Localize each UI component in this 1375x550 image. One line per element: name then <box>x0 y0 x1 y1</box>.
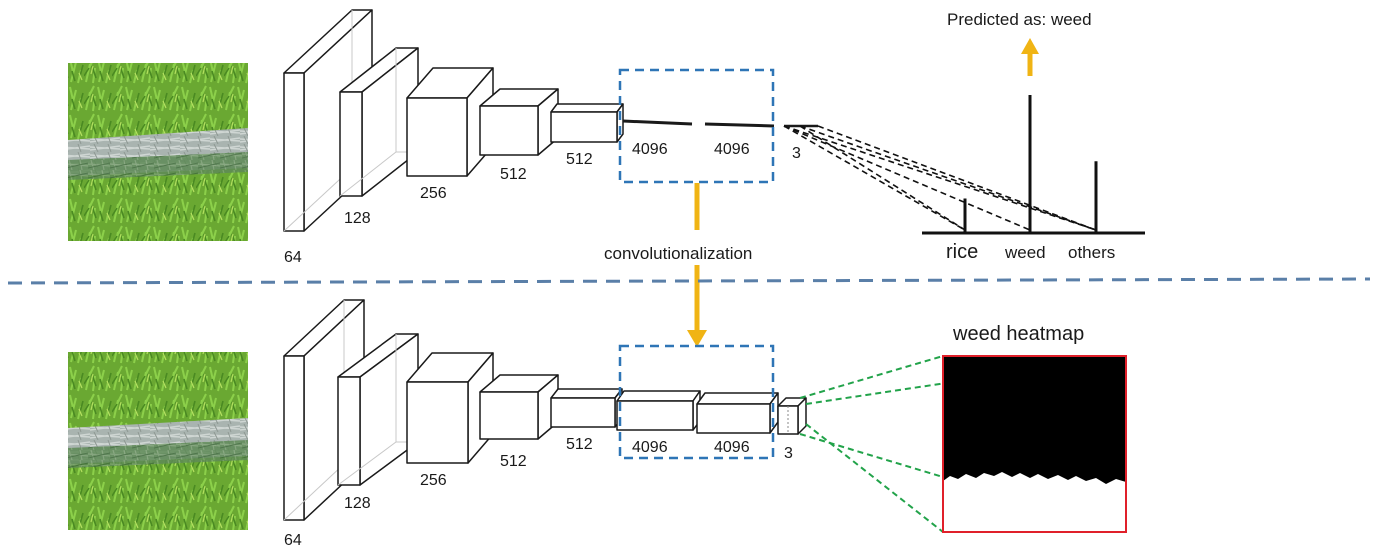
conv-block-512a-bottom <box>479 374 559 440</box>
conv-block-3-bottom <box>777 397 807 435</box>
conv-block-4096b-bottom <box>696 392 779 434</box>
weed-heatmap <box>942 355 1127 533</box>
layer-label-64-top: 64 <box>284 249 302 266</box>
layer-label-256-bottom: 256 <box>420 472 447 489</box>
prediction-bar-chart: rice weed others <box>922 95 1145 263</box>
layer-label-512a-top: 512 <box>500 166 527 183</box>
input-image-top <box>68 63 248 241</box>
convolutionalization-label: convolutionalization <box>604 244 752 263</box>
prediction-text: Predicted as: weed <box>947 10 1092 29</box>
conv-block-512b-bottom <box>550 388 623 428</box>
convolutionalization-arrow <box>687 183 707 347</box>
layer-label-512b-top: 512 <box>566 151 593 168</box>
layer-label-256-top: 256 <box>420 185 447 202</box>
layer-label-512a-bottom: 512 <box>500 453 527 470</box>
section-separator <box>7 277 1371 285</box>
fc-label-3-top: 3 <box>792 145 801 162</box>
conv-block-4096a-bottom <box>616 390 701 431</box>
conv-label-3-bottom: 3 <box>784 445 793 462</box>
conv-block-128-top <box>339 47 419 197</box>
bar-label-weed: weed <box>1004 243 1046 262</box>
conv-block-128-bottom <box>337 333 419 486</box>
layer-label-512b-bottom: 512 <box>566 436 593 453</box>
conv-block-512a-top <box>479 88 559 156</box>
prediction-arrow <box>1021 38 1039 76</box>
layer-label-128-top: 128 <box>344 210 371 227</box>
layer-label-64-bottom: 64 <box>284 532 302 549</box>
fc-layers-top <box>622 119 818 128</box>
input-image-bottom <box>68 352 248 530</box>
fc-highlight-box-top <box>618 68 775 184</box>
layer-label-128-bottom: 128 <box>344 495 371 512</box>
conv-block-512b-top <box>550 103 624 143</box>
conv-label-4096a-bottom: 4096 <box>632 439 668 456</box>
heatmap-title: weed heatmap <box>952 323 1084 345</box>
fc-label-4096b-top: 4096 <box>714 141 750 158</box>
conv-label-4096b-bottom: 4096 <box>714 439 750 456</box>
bar-label-others: others <box>1068 243 1115 262</box>
output-connection-lines <box>783 125 1097 231</box>
bar-label-rice: rice <box>946 241 978 263</box>
conv-highlight-box-bottom <box>618 344 775 460</box>
fc-label-4096a-top: 4096 <box>632 141 668 158</box>
